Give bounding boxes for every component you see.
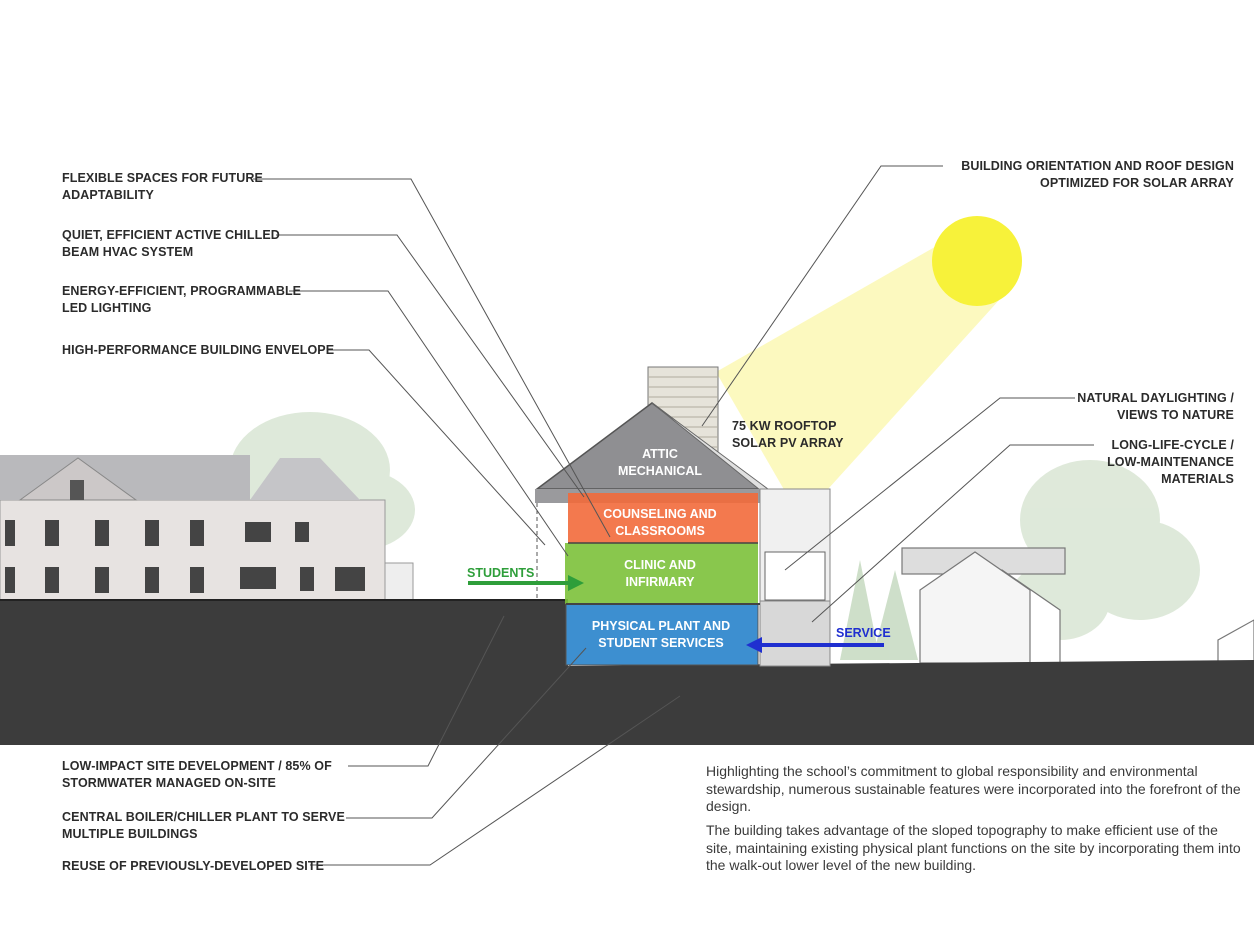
sun-icon — [932, 216, 1022, 306]
label-site-development: LOW-IMPACT SITE DEVELOPMENT / 85% OF STO… — [62, 759, 332, 790]
room-counseling: COUNSELING AND CLASSROOMS — [603, 507, 717, 538]
label-materials: LONG-LIFE-CYCLE / LOW-MAINTENANCE MATERI… — [1107, 438, 1234, 486]
pine-trees — [840, 560, 918, 660]
description-paragraph-1: Highlighting the school’s commitment to … — [706, 763, 1241, 814]
sun-beam — [716, 244, 1010, 520]
room-clinic: CLINIC AND INFIRMARY — [624, 558, 696, 589]
label-chilled-beam: QUIET, EFFICIENT ACTIVE CHILLED BEAM HVA… — [62, 228, 280, 259]
label-reuse-site: REUSE OF PREVIOUSLY-DEVELOPED SITE — [62, 859, 325, 873]
label-students: STUDENTS — [467, 566, 535, 580]
clinic-zone — [565, 543, 758, 604]
label-building-envelope: HIGH-PERFORMANCE BUILDING ENVELOPE — [62, 343, 335, 357]
label-service: SERVICE — [836, 626, 891, 640]
plant-zone — [565, 603, 759, 666]
room-attic: ATTIC MECHANICAL — [617, 447, 703, 478]
leader-lines — [253, 165, 1094, 866]
label-flexible-spaces: FLEXIBLE SPACES FOR FUTURE ADAPTABILITY — [62, 171, 263, 202]
ground-section — [0, 600, 1254, 745]
label-led-lighting: ENERGY-EFFICIENT, PROGRAMMABLE LED LIGHT… — [62, 284, 302, 315]
label-orientation: BUILDING ORIENTATION AND ROOF DESIGN OPT… — [961, 159, 1234, 190]
label-boiler-plant: CENTRAL BOILER/CHILLER PLANT TO SERVE MU… — [62, 810, 345, 841]
existing-building-right — [901, 547, 1254, 664]
label-solar-array: 75 KW ROOFTOP SOLAR PV ARRAY — [732, 419, 844, 450]
existing-building-left — [0, 455, 414, 601]
room-plant: PHYSICAL PLANT AND STUDENT SERVICES — [591, 619, 731, 650]
description-paragraph-2: The building takes advantage of the slop… — [706, 822, 1241, 873]
label-daylighting: NATURAL DAYLIGHTING / VIEWS TO NATURE — [1077, 391, 1234, 422]
